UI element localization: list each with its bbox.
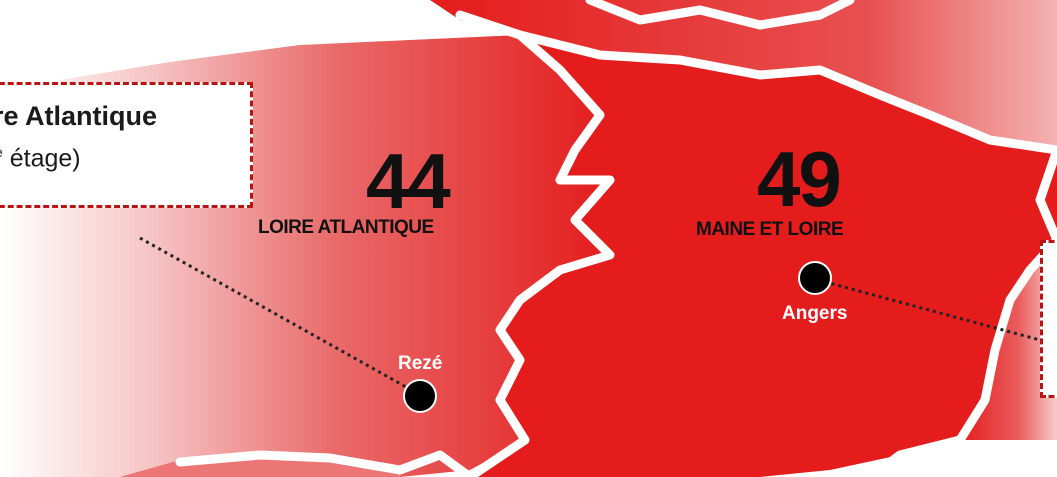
callout-left-title: re Atlantique	[0, 101, 158, 131]
callout-left-sub-text: étage)	[2, 144, 81, 173]
callout-box-left: re Atlantique e étage)	[0, 82, 253, 208]
leader-lines	[139, 236, 1041, 394]
dept-borders	[175, 0, 1057, 477]
dept-44-name: LOIRE ATLANTIQUE	[258, 217, 434, 238]
city-marker-angers[interactable]	[798, 261, 832, 295]
callout-left-subtitle: e étage)	[0, 145, 81, 171]
dept-east-area[interactable]	[960, 150, 1057, 440]
city-label-reze: Rezé	[398, 353, 443, 374]
city-label-angers: Angers	[782, 303, 848, 324]
callout-box-right	[1040, 240, 1057, 398]
leader-line-angers	[817, 278, 1041, 342]
city-marker-reze[interactable]	[403, 379, 437, 413]
dept-49-area[interactable]	[470, 35, 1057, 477]
dept-49-number: 49	[757, 135, 842, 223]
dept-north-area[interactable]	[430, 0, 1057, 150]
dept-44-number: 44	[366, 137, 451, 225]
callout-left-sup: e	[0, 144, 3, 160]
dept-49-name: MAINE ET LOIRE	[696, 219, 844, 240]
